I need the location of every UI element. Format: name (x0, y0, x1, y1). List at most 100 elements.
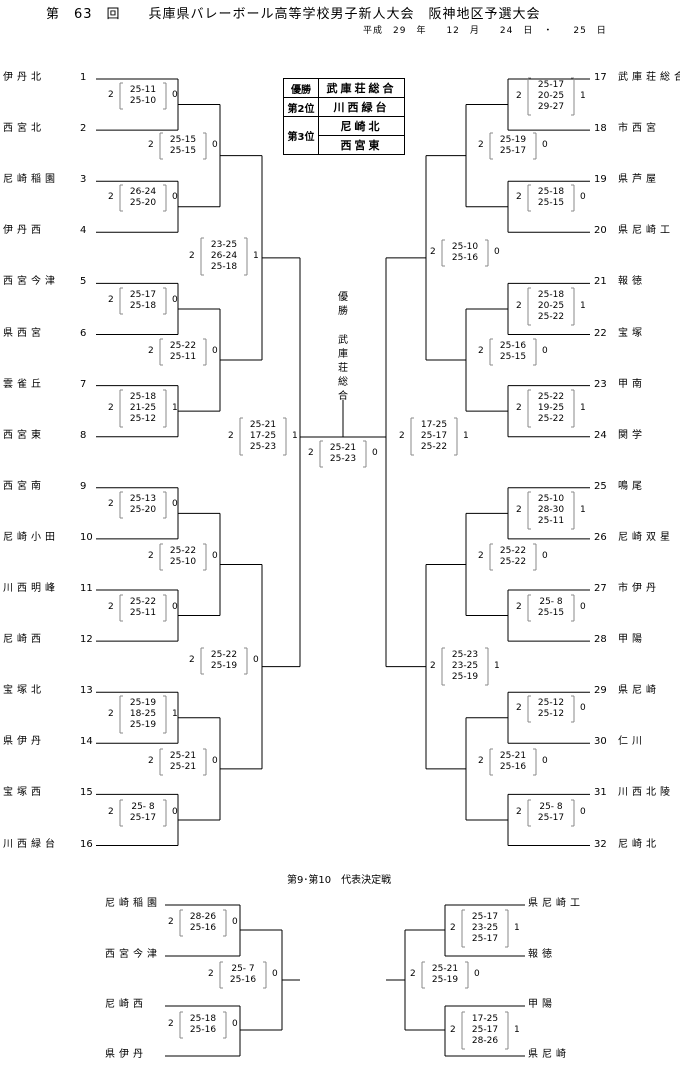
right-seed-number: 17 (594, 72, 607, 83)
matches-right-score: 0 (212, 346, 218, 356)
playoff.matches-left-score: 2 (450, 1024, 456, 1035)
playoff-left-team: 尼崎西 (105, 999, 147, 1010)
right-team-name: 甲南 (618, 378, 646, 390)
left-team-name: 川西緑台 (3, 838, 59, 850)
matches-right-score: 0 (253, 655, 259, 665)
matches-set-scores: 25-21 25-21 (169, 751, 197, 772)
left-seed-number: 5 (80, 276, 87, 288)
playoff.matches-right-score: 0 (272, 969, 278, 979)
right-seed-number: 18 (594, 123, 607, 135)
matches-left-score: 2 (430, 247, 436, 257)
matches-right-score: 0 (542, 140, 548, 150)
left-team-name: 西宮東 (3, 429, 45, 441)
matches-left-score: 2 (108, 90, 114, 100)
matches-set-scores: 23-25 26-24 25-18 (210, 240, 238, 272)
champion-team-vertical: 武庫荘総合 (338, 335, 348, 402)
matches-left-score: 2 (228, 430, 234, 441)
right-team-name: 関学 (618, 429, 646, 441)
page-title: 第 63 回 兵庫県バレーボール高等学校男子新人大会 阪神地区予選大会 (46, 7, 541, 22)
matches-right-score: 0 (172, 295, 178, 305)
matches-right-score: 0 (212, 756, 218, 766)
right-seed-number: 30 (594, 736, 607, 748)
matches-right-score: 1 (580, 300, 586, 311)
matches-left-score: 2 (108, 602, 114, 612)
matches-right-score: 0 (580, 807, 586, 817)
matches-left-score: 2 (478, 140, 484, 150)
left-seed-number: 8 (80, 429, 87, 441)
matches-right-score: 1 (463, 430, 469, 441)
right-seed-number: 22 (594, 327, 607, 339)
matches-right-score: 0 (542, 756, 548, 766)
left-team-name: 宝塚北 (3, 685, 45, 697)
right-team-name: 甲陽 (618, 634, 646, 646)
matches-right-score: 0 (172, 807, 178, 817)
playoff.matches-set-scores: 28-26 25-16 (189, 912, 217, 933)
matches-set-scores: 25-22 25-22 (499, 546, 527, 567)
matches-set-scores: 25-23 23-25 25-19 (451, 650, 479, 682)
matches-set-scores: 25-22 25-11 (169, 341, 197, 362)
left-team-name: 県伊丹 (3, 736, 45, 748)
playoff.matches-right-score: 0 (232, 1019, 238, 1029)
matches-right-score: 0 (212, 551, 218, 561)
right-team-name: 県芦屋 (618, 174, 660, 186)
third-label: 第3位 (283, 116, 319, 155)
matches-right-score: 0 (212, 140, 218, 150)
right-seed-number: 19 (594, 174, 607, 186)
right-seed-number: 20 (594, 225, 607, 237)
playoff.matches-left-score: 2 (208, 969, 214, 979)
matches-set-scores: 26-24 25-20 (129, 187, 157, 208)
left-seed-number: 10 (80, 531, 93, 543)
right-seed-number: 21 (594, 276, 607, 288)
left-seed-number: 14 (80, 736, 93, 748)
right-team-name: 市西宮 (618, 123, 660, 135)
matches-right-score: 1 (172, 708, 178, 719)
playoff.matches-set-scores: 25-18 25-16 (189, 1014, 217, 1035)
right-seed-number: 24 (594, 429, 607, 441)
matches-right-score: 1 (494, 660, 500, 671)
left-team-name: 尼崎小田 (3, 531, 59, 543)
playoff.matches-right-score: 0 (474, 969, 480, 979)
playoff.matches-left-score: 2 (410, 969, 416, 979)
right-seed-number: 29 (594, 685, 607, 697)
left-team-name: 尼崎稲園 (3, 174, 59, 186)
champion-label: 優勝 (338, 292, 348, 317)
playoff-left-team: 県伊丹 (105, 1049, 147, 1060)
matches-right-score: 1 (580, 504, 586, 515)
matches-set-scores: 25-18 21-25 25-12 (129, 392, 157, 424)
right-team-name: 仁川 (618, 736, 646, 748)
matches-left-score: 2 (399, 430, 405, 441)
matches-left-score: 2 (516, 703, 522, 713)
left-seed-number: 12 (80, 634, 93, 646)
matches-set-scores: 25-17 25-18 (129, 290, 157, 311)
matches-right-score: 0 (172, 90, 178, 100)
right-seed-number: 23 (594, 378, 607, 390)
left-team-name: 県西宮 (3, 327, 45, 339)
right-team-name: 市伊丹 (618, 583, 660, 594)
left-seed-number: 15 (80, 787, 93, 799)
playoff.matches-left-score: 2 (168, 917, 174, 927)
right-seed-number: 25 (594, 480, 607, 492)
right-seed-number: 32 (594, 838, 607, 850)
left-team-name: 西宮南 (3, 480, 45, 492)
playoff-title: 第9･第10 代表決定戦 (287, 875, 392, 886)
matches-right-score: 0 (172, 192, 178, 202)
left-team-name: 川西明峰 (3, 583, 59, 594)
matches-set-scores: 25-17 20-25 29-27 (537, 80, 565, 112)
matches-set-scores: 17-25 25-17 25-22 (420, 420, 448, 452)
matches-set-scores: 25-18 25-15 (537, 187, 565, 208)
matches-set-scores: 25-16 25-15 (499, 341, 527, 362)
playoff.matches-right-score: 1 (514, 922, 520, 933)
matches-set-scores: 25-21 25-16 (499, 751, 527, 772)
matches-right-score: 1 (172, 402, 178, 413)
matches-set-scores: 25-19 25-17 (499, 135, 527, 156)
matches-set-scores: 25-22 25-19 (210, 650, 238, 671)
matches-left-score: 2 (108, 295, 114, 305)
matches-left-score: 2 (148, 756, 154, 766)
left-team-name: 西宮北 (3, 123, 45, 135)
matches-set-scores: 25-10 28-30 25-11 (537, 494, 565, 526)
playoff-left-team: 尼崎稲園 (105, 898, 161, 909)
matches-right-score: 0 (580, 192, 586, 202)
left-seed-number: 3 (80, 174, 87, 186)
matches-set-scores: 25-10 25-16 (451, 242, 479, 263)
